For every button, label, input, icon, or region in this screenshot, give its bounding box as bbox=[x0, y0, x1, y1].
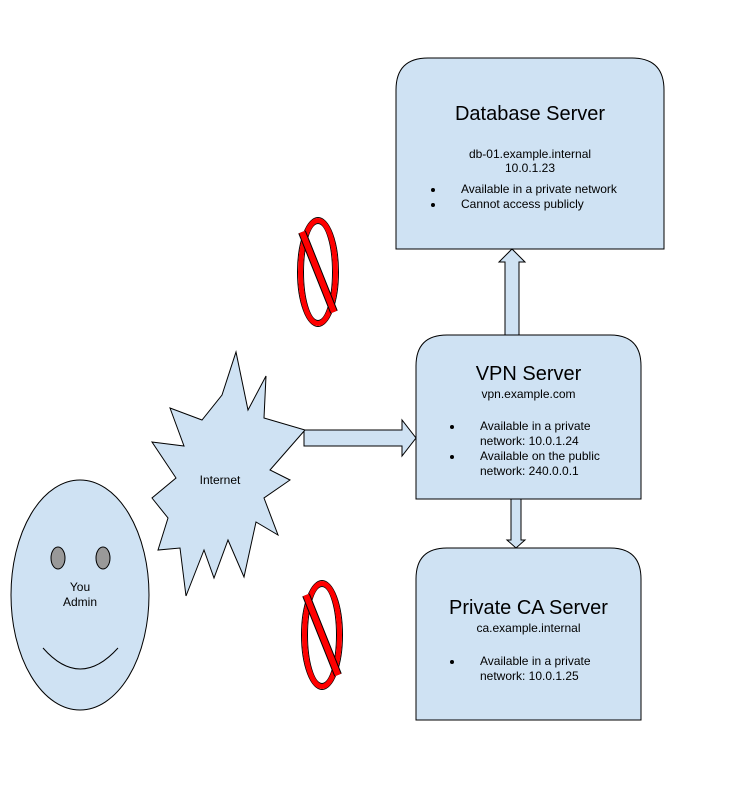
bullet-item: Available in a private network: 10.0.1.2… bbox=[450, 654, 640, 684]
vpn-server-content: VPN Server vpn.example.com bbox=[416, 363, 641, 402]
database-server-ip: 10.0.1.23 bbox=[504, 160, 556, 175]
ca-server-content: Private CA Server ca.example.internal bbox=[416, 597, 641, 636]
database-server-bullets: Available in a private network Cannot ac… bbox=[431, 182, 661, 212]
bullet-dot bbox=[431, 203, 435, 207]
admin-label: You Admin bbox=[50, 580, 110, 610]
database-server-box bbox=[395, 57, 665, 250]
database-server-title: Database Server bbox=[454, 103, 606, 125]
bullet-item: Cannot access publicly bbox=[431, 197, 661, 212]
database-server-hostname: db-01.example.internal bbox=[468, 147, 592, 161]
vpn-server-box bbox=[415, 334, 642, 500]
internet-cloud-shape bbox=[150, 350, 306, 597]
bullet-text: Available on the public bbox=[480, 449, 600, 463]
bullet-dot bbox=[450, 455, 454, 459]
bullet-text: network: 240.0.0.1 bbox=[480, 464, 579, 478]
bullet-dot bbox=[450, 660, 454, 664]
bullet-item: Available in a private network bbox=[431, 182, 661, 197]
bullet-item: Available in a private network: 10.0.1.2… bbox=[450, 419, 640, 449]
ca-server-box bbox=[415, 547, 642, 721]
bullet-item: Available on the public network: 240.0.0… bbox=[450, 449, 640, 479]
bullet-dot bbox=[450, 425, 454, 429]
bullet-text: Cannot access publicly bbox=[461, 197, 584, 211]
bullet-text: network: 10.0.1.24 bbox=[480, 434, 579, 448]
bullet-text: Available in a private network bbox=[461, 182, 617, 196]
prohibited-icon-top bbox=[297, 217, 339, 327]
bullet-text: network: 10.0.1.25 bbox=[480, 669, 579, 683]
smile bbox=[42, 647, 119, 670]
database-server-content: Database Server db-01.example.internal 1… bbox=[396, 103, 664, 176]
ca-server-bullets: Available in a private network: 10.0.1.2… bbox=[450, 654, 640, 684]
left-eye bbox=[50, 546, 66, 570]
vpn-server-bullets: Available in a private network: 10.0.1.2… bbox=[450, 419, 640, 479]
admin-face-icon bbox=[10, 479, 150, 711]
prohibited-icon-bottom bbox=[301, 580, 343, 690]
right-eye bbox=[95, 546, 111, 570]
ca-server-hostname: ca.example.internal bbox=[476, 621, 581, 635]
admin-label-line1: You bbox=[69, 580, 91, 594]
internet-label: Internet bbox=[199, 473, 241, 487]
vpn-server-title: VPN Server bbox=[475, 363, 582, 385]
vpn-server-hostname: vpn.example.com bbox=[481, 387, 576, 401]
bullet-dot bbox=[431, 188, 435, 192]
ca-server-title: Private CA Server bbox=[449, 597, 608, 619]
bullet-text: Available in a private bbox=[480, 419, 591, 433]
arrow-internet-to-vpn bbox=[303, 418, 417, 458]
bullet-text: Available in a private bbox=[480, 654, 591, 668]
admin-label-line2: Admin bbox=[62, 595, 97, 609]
arrow-vpn-to-ca bbox=[505, 498, 527, 549]
arrow-vpn-to-database bbox=[497, 248, 527, 336]
